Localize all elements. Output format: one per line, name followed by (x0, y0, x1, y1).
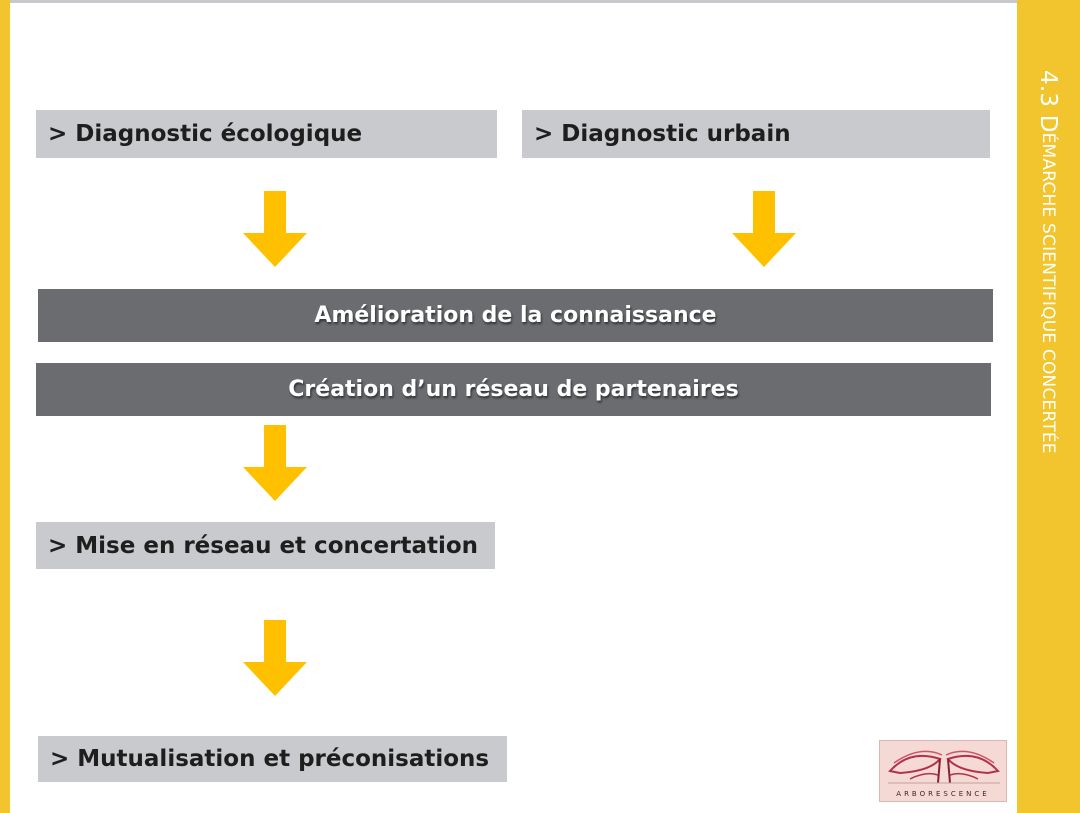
left-accent-bar (0, 0, 10, 813)
box-diagnostic-urbain: > Diagnostic urbain (522, 110, 990, 158)
section-title-rest: ÉMARCHE SCIENTIFIQUE CONCERTÉE (1038, 132, 1058, 454)
box-creation-reseau: Création d’un réseau de partenaires (36, 363, 991, 416)
box-amelioration-connaissance: Amélioration de la connaissance (38, 289, 993, 342)
arborescence-logo: ARBORESCENCE (879, 740, 1007, 802)
section-title: 4.3 DÉMARCHE SCIENTIFIQUE CONCERTÉE (1027, 70, 1069, 530)
section-title-lead: 4.3 D (1035, 70, 1061, 133)
arrow-down-icon (243, 191, 307, 267)
arrow-down-icon (732, 191, 796, 267)
top-rule (0, 0, 1080, 3)
tree-logo-icon (888, 750, 1000, 784)
box-mise-en-reseau: > Mise en réseau et concertation (36, 522, 495, 569)
box-mutualisation: > Mutualisation et préconisations (38, 736, 507, 782)
arrow-down-icon (243, 425, 307, 501)
box-diagnostic-ecologique: > Diagnostic écologique (36, 110, 497, 158)
arrow-down-icon (243, 620, 307, 696)
logo-text: ARBORESCENCE (896, 790, 990, 798)
right-accent-bar (1017, 0, 1080, 813)
